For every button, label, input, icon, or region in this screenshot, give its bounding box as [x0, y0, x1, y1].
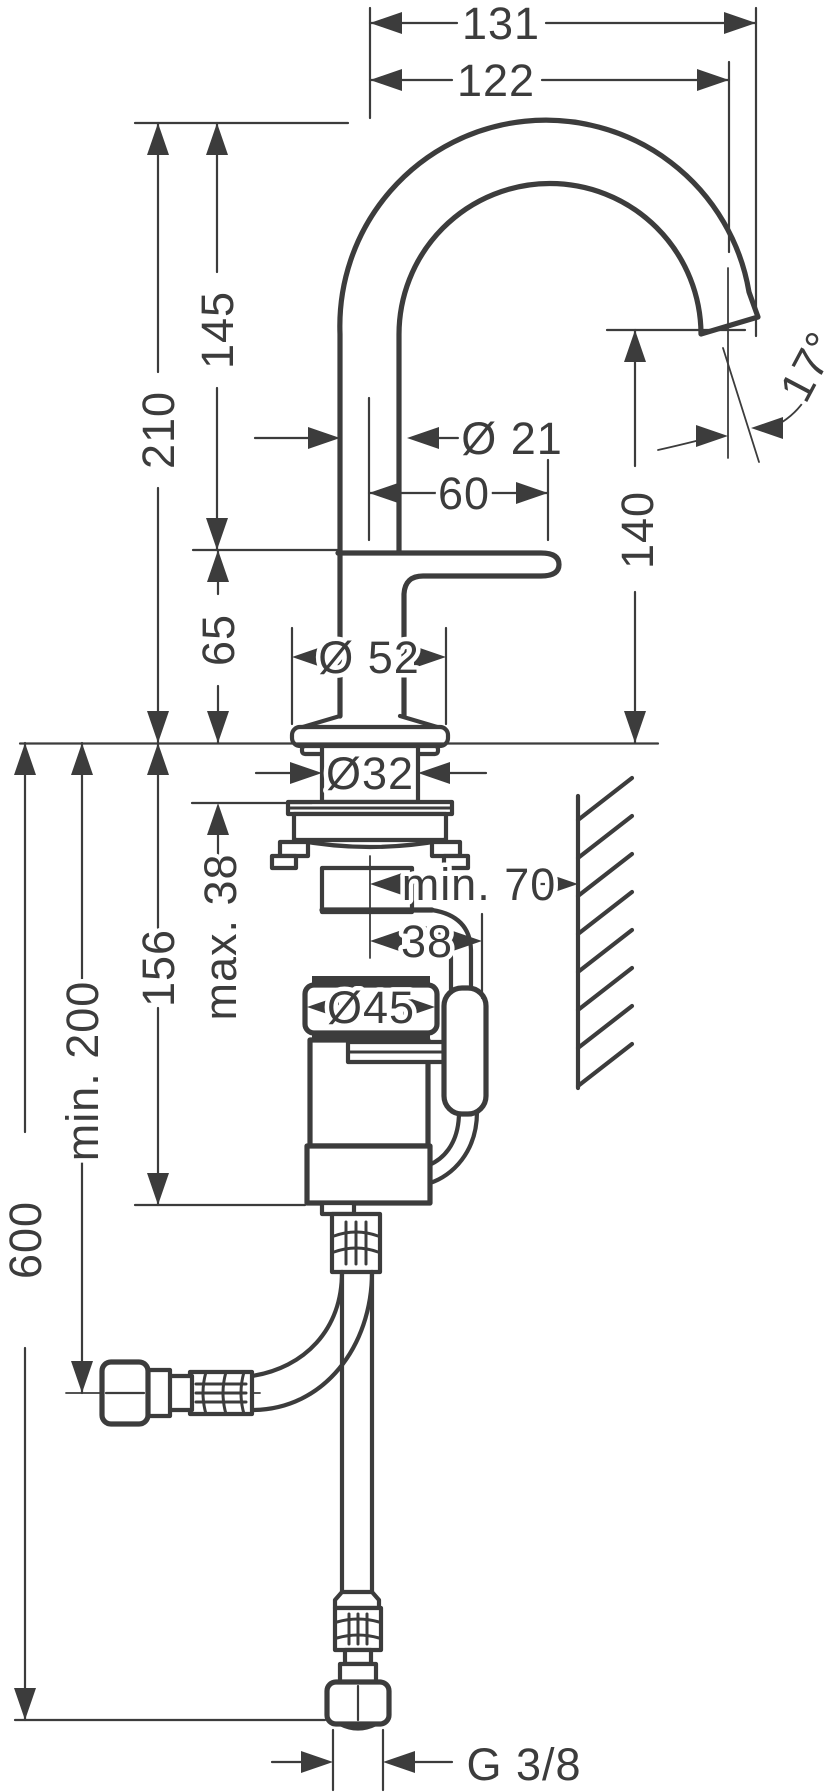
- arrowhead: [207, 803, 229, 835]
- arrowhead: [369, 482, 401, 504]
- dim-handle-drop: 65: [189, 548, 249, 745]
- faucet-above-deck: [289, 117, 761, 757]
- arrowhead: [290, 762, 322, 784]
- dim-handle-reach: 60: [367, 396, 550, 542]
- spout-handle-lever: [335, 550, 562, 719]
- dim-label-height-spout: 145: [192, 291, 243, 369]
- dim-hose-offset: 38: [370, 912, 484, 1000]
- dim-label-body-diameter: Ø45: [327, 982, 415, 1033]
- arrowhead: [308, 427, 340, 449]
- dim-reach-spout: 122: [368, 51, 731, 254]
- arrowhead: [418, 762, 450, 784]
- dim-deck-thickness: max. 38: [191, 801, 314, 1025]
- handle-return-hose: [427, 1109, 480, 1186]
- dim-spout-pipe-diameter: Ø 21: [253, 409, 566, 469]
- bottom-hose-fitting: [324, 1589, 392, 1731]
- dim-label-reach-overall: 131: [462, 0, 540, 49]
- arrowhead: [414, 646, 446, 668]
- arrowhead: [546, 873, 578, 895]
- handle-feed-hose: [429, 907, 474, 993]
- arrowhead: [751, 417, 783, 439]
- dim-connection-thread: G 3/8: [270, 1728, 585, 1792]
- arrowhead: [696, 425, 728, 447]
- arrowhead: [301, 1751, 333, 1773]
- dim-outlet-angle: 17°: [657, 267, 835, 463]
- dim-label-shank-diameter: Ø32: [326, 748, 414, 799]
- dim-label-reach-spout: 122: [457, 55, 535, 106]
- dim-label-deck-thickness: max. 38: [195, 853, 246, 1020]
- dim-wall-clearance: min. 70: [369, 855, 578, 959]
- left-hose-fitting: [65, 1359, 261, 1427]
- arrowhead: [147, 123, 169, 155]
- arrowhead: [370, 930, 402, 952]
- arrowhead: [147, 743, 169, 775]
- dim-height-spout: 145: [188, 121, 248, 552]
- dim-label-base-diameter: Ø 52: [318, 632, 420, 683]
- arrowhead: [147, 711, 169, 743]
- arrowhead: [370, 69, 402, 91]
- dim-underdeck-depth: 156: [129, 741, 307, 1207]
- dim-label-height-total: 210: [133, 391, 184, 469]
- dim-height-total: 210: [129, 121, 189, 745]
- dim-label-outlet-angle: 17°: [769, 323, 835, 410]
- dim-outlet-height: 140: [605, 328, 747, 745]
- dim-label-hose-offset: 38: [401, 916, 453, 967]
- dim-label-outlet-height: 140: [612, 491, 663, 569]
- dim-reach-overall: 131: [368, 0, 758, 338]
- dim-hose-clearance: min. 200: [53, 741, 113, 1395]
- valve-body-lower: [304, 1143, 433, 1206]
- arrowhead: [370, 873, 402, 895]
- dim-label-underdeck-depth: 156: [133, 929, 184, 1007]
- arrowhead: [370, 12, 402, 34]
- arrowhead: [292, 646, 324, 668]
- arrowhead: [403, 996, 435, 1018]
- arrowhead: [14, 743, 36, 775]
- braided-coupler-top: [329, 1211, 383, 1275]
- supply-hoses: [65, 1211, 392, 1731]
- arrowhead: [207, 711, 229, 743]
- arrowhead: [307, 996, 339, 1018]
- arrowhead: [147, 1173, 169, 1205]
- mounting-nut: [291, 811, 449, 843]
- arrowhead: [516, 482, 548, 504]
- dim-label-wall-clearance: min. 70: [402, 859, 557, 910]
- temperature-handle: [441, 985, 489, 1117]
- dim-label-spout-pipe-diameter: Ø 21: [461, 413, 563, 464]
- wall-section-hatch: [575, 775, 635, 1091]
- arrowhead: [71, 743, 93, 775]
- dim-shank-diameter: Ø32: [254, 744, 488, 804]
- dim-hose-length: 600: [0, 741, 327, 1722]
- arrowhead: [206, 123, 228, 155]
- arrowhead: [207, 550, 229, 582]
- left-hose: [249, 1269, 345, 1379]
- dim-label-connection-thread: G 3/8: [466, 1739, 581, 1790]
- arrowhead: [71, 1361, 93, 1393]
- arrowhead: [14, 1688, 36, 1720]
- arrowhead: [724, 12, 756, 34]
- arrowhead: [697, 69, 729, 91]
- arrowhead: [407, 427, 439, 449]
- arrowhead: [206, 518, 228, 550]
- dim-base-diameter: Ø 52: [290, 626, 448, 726]
- dim-body-diameter: Ø45: [307, 978, 435, 1038]
- dim-label-hose-clearance: min. 200: [57, 981, 108, 1162]
- spout-outline: [337, 117, 761, 719]
- under-deck-assembly: [269, 743, 489, 1217]
- dim-label-hose-length: 600: [0, 1201, 51, 1279]
- arrowhead: [450, 930, 482, 952]
- arrowhead: [624, 330, 646, 362]
- arrowhead: [383, 1751, 415, 1773]
- arrowhead: [624, 711, 646, 743]
- dim-label-handle-reach: 60: [438, 468, 490, 519]
- dim-label-handle-drop: 65: [193, 614, 244, 666]
